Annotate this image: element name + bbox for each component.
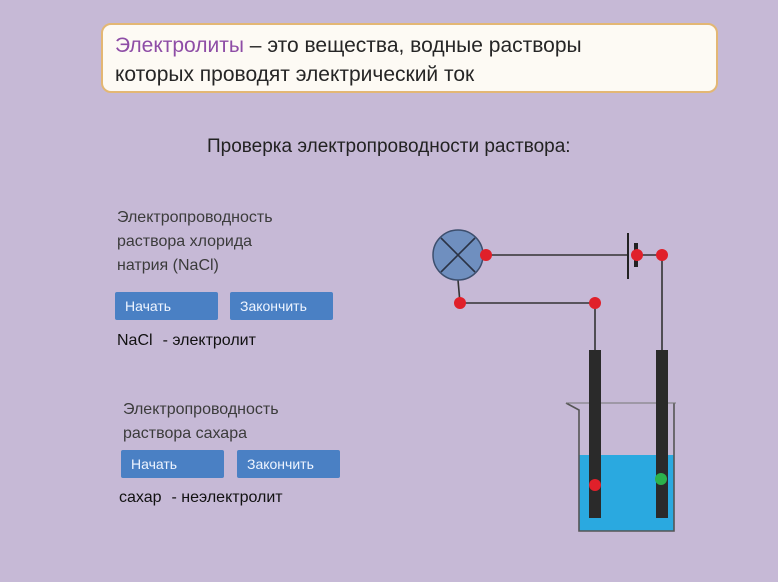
experiment-nacl-title-line: натрия (NaCl): [117, 257, 219, 274]
experiment-nacl-title-line: раствора хлорида: [117, 233, 253, 250]
contact-point: [656, 249, 668, 261]
experiment-nacl-title: Электропроводность раствора хлорида натр…: [117, 206, 273, 278]
experiment-sugar-title-line: раствора сахара: [123, 425, 247, 442]
electrode-indicator-green: [655, 473, 667, 485]
definition-box: Электролиты – это вещества, водные раств…: [101, 23, 718, 93]
contact-point: [589, 297, 601, 309]
definition-line-2: которых проводят электрический ток: [115, 63, 475, 86]
contact-point: [454, 297, 466, 309]
contact-point: [480, 249, 492, 261]
experiment-sugar-title: Электропроводность раствора сахара: [123, 398, 279, 446]
definition-text: – это вещества, водные растворы: [243, 34, 582, 57]
definition-term: Электролиты: [115, 34, 244, 57]
definition-line-1: Электролиты – это вещества, водные раств…: [115, 31, 706, 60]
contact-points: [454, 249, 668, 491]
sugar-result: сахар - неэлектролит: [119, 489, 283, 507]
electrode-indicator-red: [589, 479, 601, 491]
right-electrode: [656, 350, 668, 518]
circuit-wires: [457, 254, 663, 350]
page-subtitle: Проверка электропроводности раствора:: [207, 136, 571, 157]
experiment-nacl-title-line: Электропроводность: [117, 209, 273, 226]
sugar-substance: сахар: [119, 489, 162, 506]
nacl-substance: NaCl: [117, 332, 153, 349]
nacl-verdict: - электролит: [162, 332, 256, 349]
nacl-result: NaCl - электролит: [117, 332, 256, 350]
left-electrode: [589, 350, 601, 518]
experiment-sugar-title-line: Электропроводность: [123, 401, 279, 418]
sugar-stop-button[interactable]: Закончить: [237, 450, 340, 478]
nacl-start-button[interactable]: Начать: [115, 292, 218, 320]
contact-point: [631, 249, 643, 261]
nacl-stop-button[interactable]: Закончить: [230, 292, 333, 320]
lamp-icon: [432, 229, 484, 281]
sugar-start-button[interactable]: Начать: [121, 450, 224, 478]
sugar-verdict: - неэлектролит: [171, 489, 283, 506]
